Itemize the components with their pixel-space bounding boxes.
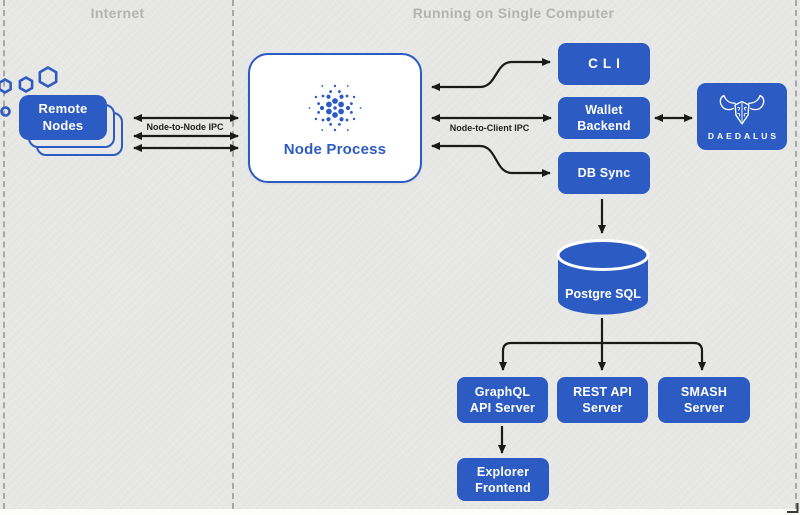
bottom-margin (0, 509, 800, 515)
internet-computer-divider (232, 0, 234, 509)
smash-server-node: SMASH Server (658, 377, 750, 423)
graphql-api-server-node: GraphQL API Server (457, 377, 548, 423)
daedalus-label: DAEDALUS (707, 130, 780, 141)
cardano-dots-icon (308, 84, 362, 131)
explorer-frontend-node: Explorer Frontend (457, 458, 549, 501)
node-to-client-ipc-label: Node-to-Client IPC (449, 123, 530, 133)
wallet-backend-node: Wallet Backend (558, 97, 650, 139)
internet-region-label: Internet (90, 5, 145, 21)
database-cylinder-icon (556, 239, 650, 315)
db-sync-node: DB Sync (558, 152, 650, 194)
daedalus-node: DAEDALUS (697, 83, 787, 150)
hexagon-cluster-icon (0, 66, 58, 117)
rest-api-server-node: REST API Server (557, 377, 648, 423)
remote-nodes-node: Remote Nodes (19, 95, 107, 140)
postgre-sql-node: Postgre SQL (556, 239, 650, 317)
minotaur-icon (719, 94, 765, 125)
single-computer-region-label: Running on Single Computer (412, 5, 615, 21)
node-to-node-ipc-label: Node-to-Node IPC (146, 122, 224, 132)
cli-node: CLI (558, 43, 650, 85)
node-process-node: Node Process (248, 53, 422, 183)
right-boundary-dashed-line (795, 0, 797, 509)
node-process-label: Node Process (283, 140, 387, 158)
left-boundary-dashed-line (3, 0, 5, 509)
postgre-sql-label: Postgre SQL (565, 287, 641, 301)
